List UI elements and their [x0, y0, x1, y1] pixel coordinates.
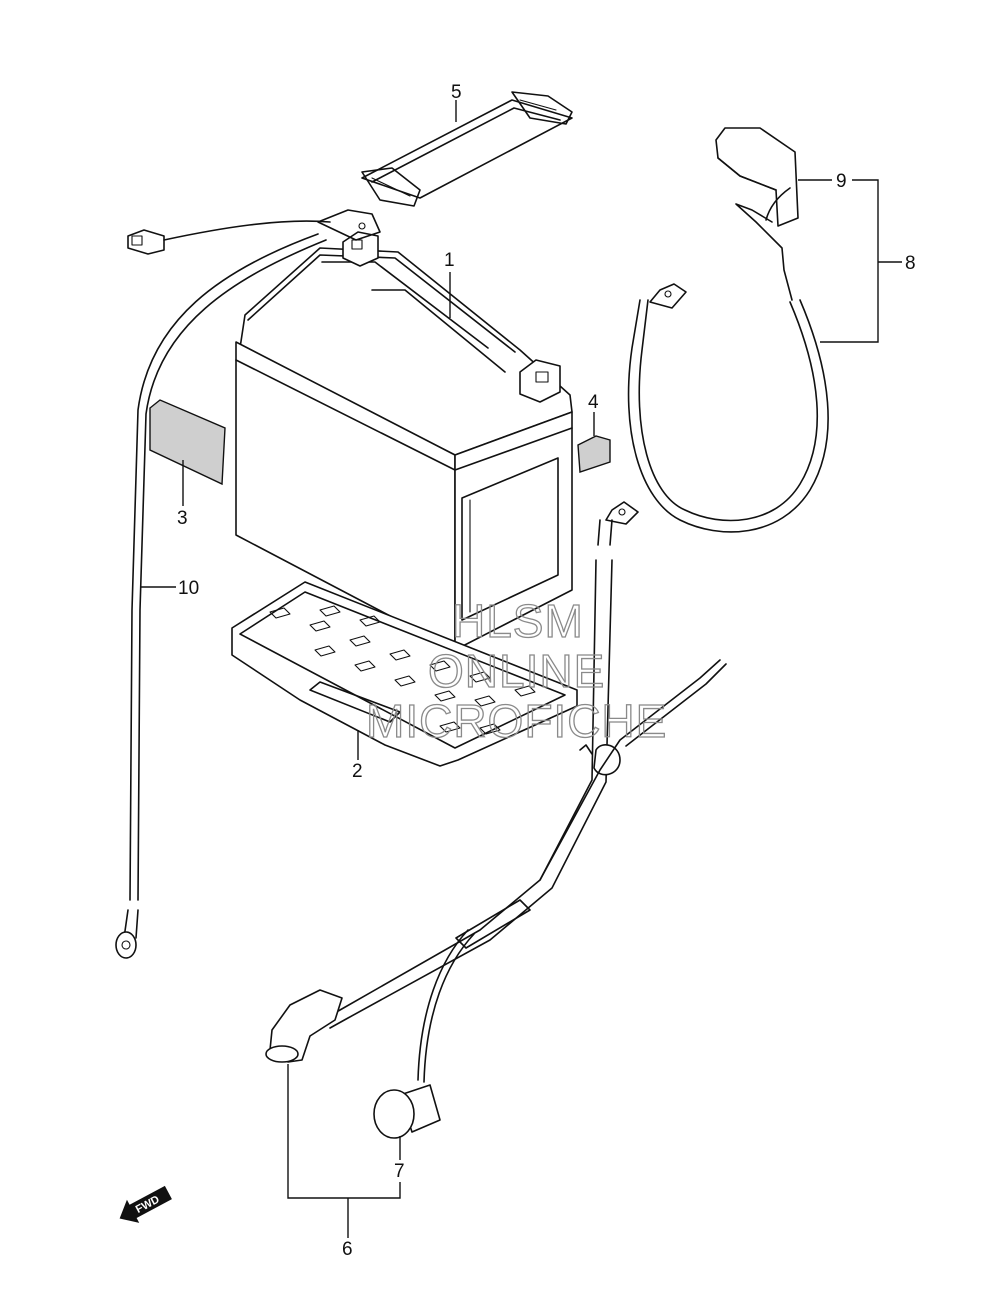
callout-2: 2 — [352, 761, 363, 782]
battery-strap — [361, 91, 573, 207]
callout-8: 8 — [905, 253, 916, 274]
watermark: HLSM ONLINE MICROFICHE — [365, 594, 667, 747]
callout-7: 7 — [394, 1161, 405, 1182]
callout-4: 4 — [588, 392, 599, 413]
watermark-line-3: MICROFICHE — [366, 695, 667, 747]
pad-4 — [577, 435, 611, 473]
callout-6: 6 — [342, 1239, 353, 1260]
callout-3: 3 — [177, 508, 188, 529]
pad-3 — [149, 399, 226, 486]
positive-cable-8 — [627, 127, 829, 533]
fwd-arrow: FWD — [119, 1185, 172, 1223]
callout-5: 5 — [451, 82, 462, 103]
battery-tray — [231, 581, 578, 767]
watermark-line-2: ONLINE — [428, 645, 605, 697]
leader-lines — [140, 100, 902, 1238]
fwd-label: FWD — [134, 1193, 162, 1215]
negative-cable-6 — [265, 501, 727, 1139]
callout-9: 9 — [836, 171, 847, 192]
callout-1: 1 — [444, 250, 455, 271]
battery — [235, 231, 573, 651]
cable-10 — [115, 209, 381, 959]
watermark-line-1: HLSM — [452, 595, 584, 647]
callout-10: 10 — [178, 578, 199, 599]
